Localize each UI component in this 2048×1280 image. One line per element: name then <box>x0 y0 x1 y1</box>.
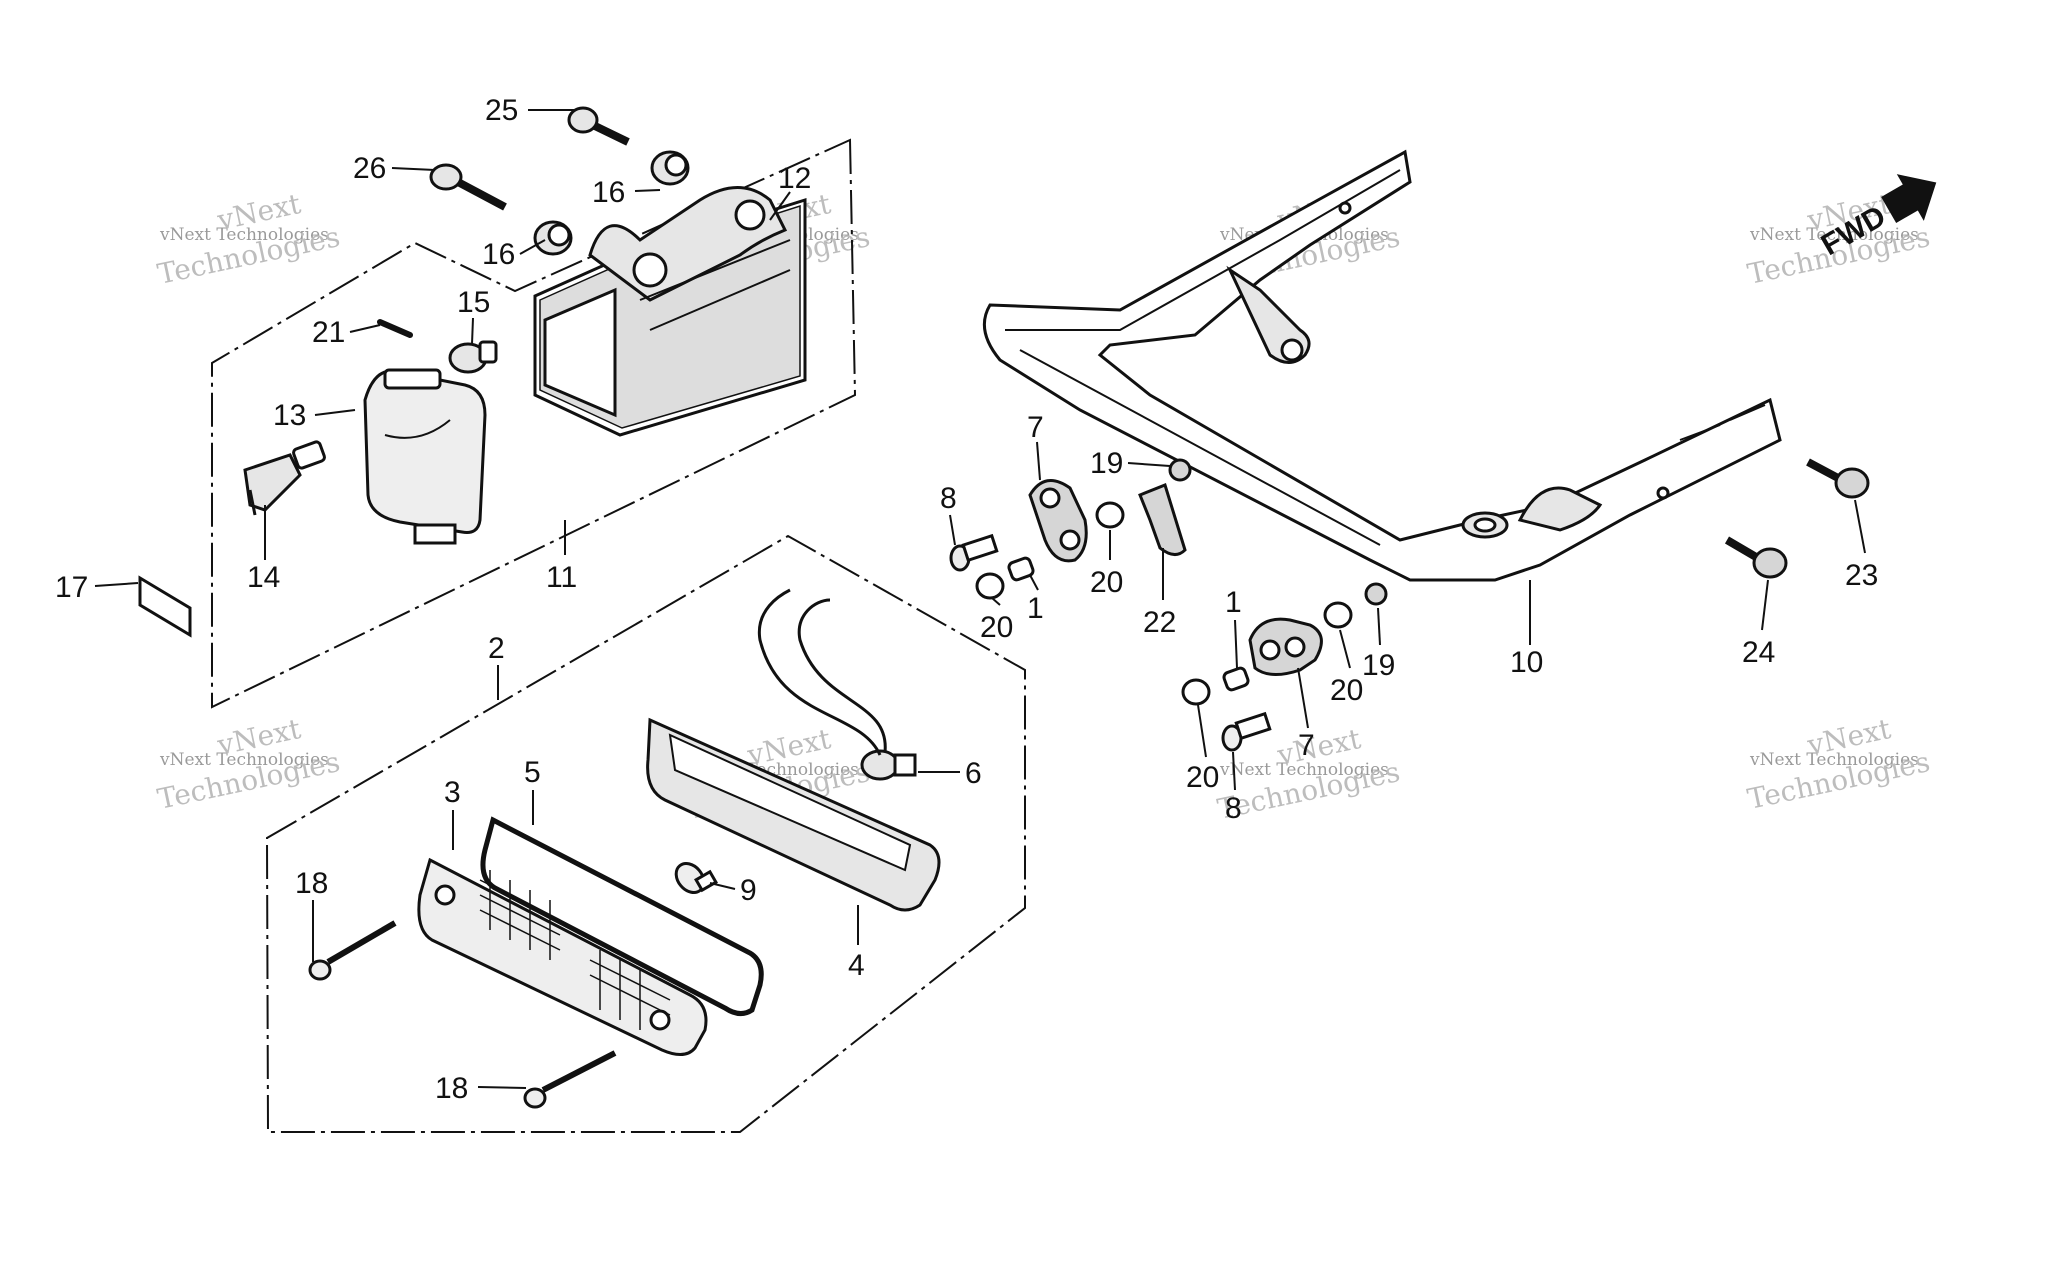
callout-15: 15 <box>457 286 490 319</box>
callout-18: 18 <box>295 867 328 900</box>
fwd-arrow-icon <box>1881 174 1937 223</box>
callout-17: 17 <box>55 571 88 604</box>
callout-8: 8 <box>1225 792 1242 825</box>
lamp-bracket-part-12 <box>533 186 807 437</box>
nuts-part-19 <box>1168 458 1388 606</box>
bolt-part-23 <box>1806 458 1870 499</box>
callout-14: 14 <box>247 561 280 594</box>
lens-part-3 <box>417 857 708 1056</box>
collar-part-1-upper <box>1007 556 1035 582</box>
bolt-part-25 <box>567 106 630 146</box>
grommet-part-15 <box>448 340 498 374</box>
group-box-2 <box>265 534 1026 1133</box>
leader-lines <box>94 109 1866 1089</box>
mount-rubber-part-7-lower <box>1248 617 1323 676</box>
mount-rubber-part-7-upper <box>1028 479 1088 563</box>
callout-24: 24 <box>1742 636 1775 669</box>
watermark: vNext Technologies Technologies vNext <box>155 187 343 291</box>
watermark: vNext Technologies Technologies vNext <box>155 712 343 816</box>
pin-part-21 <box>377 319 413 338</box>
bolt-part-8-lower <box>1221 711 1272 752</box>
callout-16: 16 <box>592 176 625 209</box>
socket-part-14 <box>243 440 326 516</box>
callout-19: 19 <box>1362 649 1395 682</box>
callout-21: 21 <box>312 316 345 349</box>
callout-16: 16 <box>482 238 515 271</box>
group-box-11 <box>211 138 857 709</box>
mount-hardware <box>949 458 1870 752</box>
callout-7: 7 <box>1298 729 1315 762</box>
label-part-17 <box>138 575 192 638</box>
callout-13: 13 <box>273 399 306 432</box>
watermark-line: vNext Technologies <box>159 750 329 770</box>
callout-18: 18 <box>435 1072 468 1105</box>
callout-20: 20 <box>1090 566 1123 599</box>
small-parts <box>138 106 690 638</box>
collar-part-16-upper <box>650 150 690 186</box>
callout-5: 5 <box>524 756 541 789</box>
bulb-part-9 <box>674 862 718 894</box>
screw-part-18-lower <box>523 1050 617 1109</box>
bolt-part-26 <box>429 163 507 211</box>
callout-19: 19 <box>1090 447 1123 480</box>
callout-22: 22 <box>1143 606 1176 639</box>
regulator-part-13 <box>363 368 487 545</box>
watermark-line: vNext Technologies <box>159 225 329 245</box>
callout-10: 10 <box>1510 646 1543 679</box>
callout-1: 1 <box>1225 586 1242 619</box>
bracket-part-22 <box>1138 483 1187 556</box>
callout-23: 23 <box>1845 559 1878 592</box>
callout-3: 3 <box>444 776 461 809</box>
watermark-line: vNext Technologies <box>1749 225 1919 245</box>
washers-part-20 <box>975 501 1353 706</box>
screw-part-18-upper <box>308 920 397 981</box>
group-outlines <box>211 138 1026 1133</box>
gasket-part-5 <box>480 816 764 1016</box>
callout-8: 8 <box>940 482 957 515</box>
bolt-part-8-upper <box>949 533 999 572</box>
collar-part-16-lower <box>533 220 573 256</box>
callout-6: 6 <box>965 757 982 790</box>
callout-11: 11 <box>546 561 577 594</box>
callout-12: 12 <box>778 162 811 195</box>
callout-1: 1 <box>1027 592 1044 625</box>
watermark: vNext Technologies Technologies vNext <box>1745 712 1933 816</box>
watermark-line: vNext Technologies <box>1219 760 1389 780</box>
callout-26: 26 <box>353 152 386 185</box>
collar-part-1-lower <box>1222 666 1250 692</box>
callout-4: 4 <box>848 949 865 982</box>
turn-signal-assembly <box>308 588 941 1109</box>
callout-25: 25 <box>485 94 518 127</box>
callouts: 25 26 16 16 12 21 15 13 14 11 17 2 3 5 6… <box>55 94 1878 1105</box>
callout-20: 20 <box>980 611 1013 644</box>
socket-part-6 <box>757 588 917 781</box>
callout-7: 7 <box>1027 411 1044 444</box>
frame-stay-part-10 <box>982 149 1782 582</box>
callout-2: 2 <box>488 632 505 665</box>
callout-20: 20 <box>1186 761 1219 794</box>
callout-9: 9 <box>740 874 757 907</box>
callout-20: 20 <box>1330 674 1363 707</box>
watermark-line: vNext Technologies <box>1749 750 1919 770</box>
base-part-4 <box>646 717 941 912</box>
bolt-part-24 <box>1724 536 1788 579</box>
